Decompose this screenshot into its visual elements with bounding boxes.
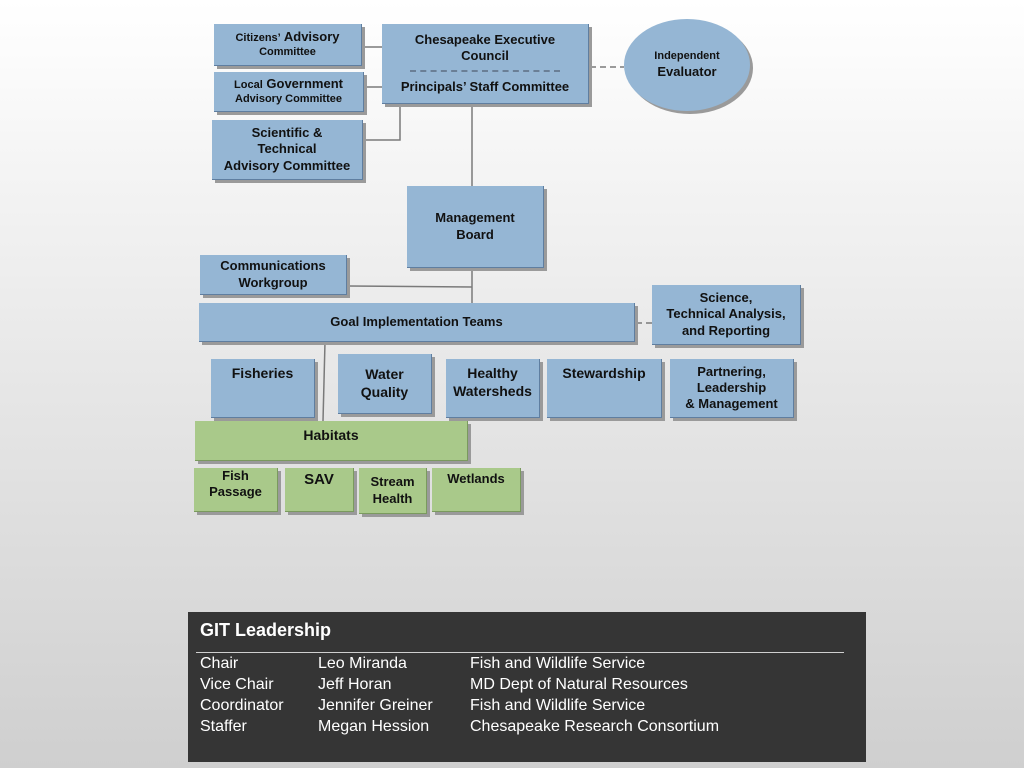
sav-label: SAV xyxy=(304,471,334,488)
stac-line: Advisory Committee xyxy=(223,157,351,173)
comms-line: Communications xyxy=(220,258,326,274)
git-healthy-watersheds: Healthy Watersheds xyxy=(446,359,540,418)
citizens-line2: Committee xyxy=(259,46,316,58)
wetlands-workgroup: Wetlands xyxy=(432,468,521,512)
stars-line: Technical Analysis, xyxy=(666,306,786,322)
partnering-line: Partnering, xyxy=(697,363,766,379)
stac-line: Scientific & xyxy=(251,125,323,141)
wetlands-label: Wetlands xyxy=(447,471,505,486)
local-gov-line1-big: Government xyxy=(266,76,343,92)
evaluator-line2: Evaluator xyxy=(657,63,717,79)
leadership-title: GIT Leadership xyxy=(200,620,332,640)
water-quality-line: Water xyxy=(365,366,404,382)
stars-line: and Reporting xyxy=(681,322,771,338)
git-stewardship: Stewardship xyxy=(547,359,662,418)
leadership-role: Staffer xyxy=(200,718,247,735)
leadership-role: Chair xyxy=(200,655,239,672)
principals-staff-committee: Principals’ Staff Committee xyxy=(400,78,570,94)
stars-line: Science, xyxy=(699,290,753,306)
management-board: Management Board xyxy=(407,186,544,268)
fisheries-label: Fisheries xyxy=(231,365,294,381)
scientific-technical-advisory-committee: Scientific & Technical Advisory Committe… xyxy=(212,120,363,180)
leadership-divider xyxy=(196,652,844,653)
science-technical-analysis-reporting: Science, Technical Analysis, and Reporti… xyxy=(652,285,801,345)
leadership-role: Vice Chair xyxy=(200,676,274,693)
leadership-row: Coordinator Jennifer Greiner Fish and Wi… xyxy=(200,695,854,716)
communications-workgroup: Communications Workgroup xyxy=(200,255,347,295)
exec-line2: Council xyxy=(461,48,509,64)
chesapeake-executive-council: Chesapeake Executive Council Principals’… xyxy=(382,24,589,104)
stream-health-line: Health xyxy=(372,490,413,506)
leadership-org: Fish and Wildlife Service xyxy=(470,655,646,672)
connector-teams-habitats xyxy=(322,341,326,422)
leadership-role: Coordinator xyxy=(200,697,284,714)
leadership-person: Megan Hession xyxy=(318,718,430,735)
local-gov-line2: Advisory Committee xyxy=(235,93,342,105)
healthy-watersheds-line: Watersheds xyxy=(453,382,532,399)
healthy-watersheds-line: Healthy xyxy=(467,365,518,381)
git-fisheries: Fisheries xyxy=(211,359,315,418)
exec-divider xyxy=(410,69,560,72)
comms-line: Workgroup xyxy=(238,274,308,290)
sav-workgroup: SAV xyxy=(285,468,354,512)
leadership-person: Jennifer Greiner xyxy=(318,697,433,714)
partnering-line: Leadership xyxy=(696,379,767,395)
local-gov-line1-small: Local xyxy=(234,79,263,92)
leadership-row: Vice Chair Jeff Horan MD Dept of Natural… xyxy=(200,674,854,695)
exec-line1: Chesapeake Executive xyxy=(414,32,556,48)
stream-health-workgroup: Stream Health xyxy=(359,468,427,514)
independent-evaluator: Independent Evaluator xyxy=(624,19,750,111)
leadership-org: Fish and Wildlife Service xyxy=(470,697,646,714)
stewardship-label: Stewardship xyxy=(562,365,646,381)
git-leadership-panel: GIT Leadership Chair Leo Miranda Fish an… xyxy=(188,612,866,762)
fish-passage-workgroup: Fish Passage xyxy=(194,468,278,512)
git-partnering-leadership-management: Partnering, Leadership & Management xyxy=(670,359,794,418)
evaluator-line1: Independent xyxy=(654,50,720,62)
connector-comms xyxy=(347,285,473,288)
connector-stac xyxy=(365,104,401,141)
partnering-line: & Management xyxy=(685,396,778,412)
habitats-label: Habitats xyxy=(303,427,359,443)
local-government-advisory-committee: Local Government Advisory Committee xyxy=(214,72,364,112)
leadership-org: Chesapeake Research Consortium xyxy=(470,718,720,735)
water-quality-line: Quality xyxy=(360,383,409,400)
leadership-row: Chair Leo Miranda Fish and Wildlife Serv… xyxy=(200,653,854,674)
citizens-advisory-committee: Citizens’ Advisory Committee xyxy=(214,24,362,66)
mgmt-board-line: Management xyxy=(435,210,515,226)
git-water-quality: Water Quality xyxy=(338,354,432,414)
leadership-org: MD Dept of Natural Resources xyxy=(470,676,688,693)
leadership-row: Staffer Megan Hession Chesapeake Researc… xyxy=(200,716,854,737)
fish-passage-line: Passage xyxy=(209,484,262,500)
citizens-line1-small: Citizens’ xyxy=(235,32,281,45)
stream-health-line: Stream xyxy=(370,474,415,490)
citizens-line1-big: Advisory xyxy=(283,29,340,45)
stac-line: Technical xyxy=(257,141,317,157)
goal-implementation-teams: Goal Implementation Teams xyxy=(199,303,635,342)
fish-passage-line: Fish xyxy=(222,468,249,483)
leadership-person: Jeff Horan xyxy=(318,676,392,693)
leadership-person: Leo Miranda xyxy=(318,655,407,672)
goal-teams-label: Goal Implementation Teams xyxy=(330,313,503,329)
mgmt-board-line: Board xyxy=(456,226,494,242)
habitats-goal-team: Habitats xyxy=(195,421,468,461)
